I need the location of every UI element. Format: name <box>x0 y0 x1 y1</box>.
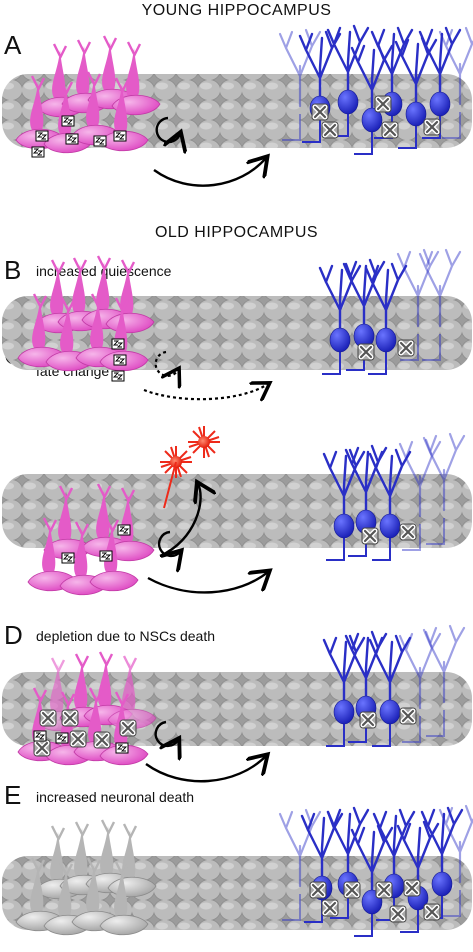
x-mark-icon <box>424 904 440 920</box>
x-mark-icon <box>424 119 440 135</box>
panel-a-letter: A <box>4 30 22 60</box>
zzz-box-icon <box>115 742 129 754</box>
x-mark-icon <box>62 710 78 726</box>
x-mark-icon <box>400 524 416 540</box>
zzz-box-icon <box>55 732 69 744</box>
zzz-box-icon <box>35 130 49 142</box>
zzz-box-icon <box>61 115 75 127</box>
nsc-cluster <box>14 34 162 158</box>
x-mark-icon <box>310 882 326 898</box>
x-mark-icon <box>390 906 406 922</box>
zzz-box-icon <box>61 552 75 564</box>
panel-c <box>2 425 472 596</box>
grey-nsc-cluster <box>14 818 158 936</box>
circular-arrow-icon <box>154 720 178 746</box>
x-mark-icon <box>322 900 338 916</box>
x-mark-icon <box>376 882 392 898</box>
x-mark-icon <box>120 720 136 736</box>
panel-e-letter: E <box>4 780 22 810</box>
x-mark-icon <box>362 528 378 544</box>
zzz-box-icon <box>113 130 127 142</box>
curved-arrow-icon <box>143 384 268 399</box>
x-mark-icon <box>375 96 391 112</box>
curved-arrow-icon <box>153 158 266 187</box>
panel-a <box>2 24 473 187</box>
circular-arrow-icon <box>154 350 178 376</box>
panel-b <box>2 248 472 399</box>
x-mark-icon <box>400 708 416 724</box>
zzz-box-icon <box>111 338 125 350</box>
zzz-box-icon <box>99 550 113 562</box>
x-mark-icon <box>382 122 398 138</box>
zzz-box-icon <box>111 370 125 382</box>
circular-arrow-icon <box>157 530 180 556</box>
x-mark-icon <box>40 710 56 726</box>
x-mark-icon <box>398 340 414 356</box>
panel-d <box>2 624 472 783</box>
zzz-box-icon <box>113 354 127 366</box>
panel-d-letter: D <box>4 620 23 650</box>
panel-b-letter: B <box>4 255 22 285</box>
x-mark-icon <box>358 344 374 360</box>
x-mark-icon <box>312 104 328 120</box>
x-mark-icon <box>34 740 50 756</box>
nsc-cluster <box>16 254 156 382</box>
curved-arrow-icon <box>145 756 266 783</box>
x-mark-icon <box>360 712 376 728</box>
zzz-box-icon <box>31 146 45 158</box>
panel-d-caption: depletion due to NSCs death <box>36 628 216 644</box>
circular-arrow-icon <box>155 116 180 142</box>
zzz-box-icon <box>33 730 47 742</box>
curved-arrow-icon <box>147 572 268 594</box>
panel-e-caption: increased neuronal death <box>36 789 195 805</box>
curved-arrow-icon <box>159 484 201 558</box>
astrocyte-group <box>159 425 221 509</box>
zzz-box-icon <box>93 135 107 147</box>
x-mark-icon <box>322 122 338 138</box>
zzz-box-icon <box>65 133 79 145</box>
panel-e <box>2 804 473 938</box>
x-mark-icon <box>404 880 420 896</box>
title-old-hippocampus: OLD HIPPOCAMPUS <box>154 224 319 241</box>
x-mark-icon <box>70 731 86 747</box>
x-mark-icon <box>94 732 110 748</box>
title-young-hippocampus: YOUNG HIPPOCAMPUS <box>141 2 332 19</box>
x-mark-icon <box>344 882 360 898</box>
zzz-box-icon <box>117 524 131 536</box>
